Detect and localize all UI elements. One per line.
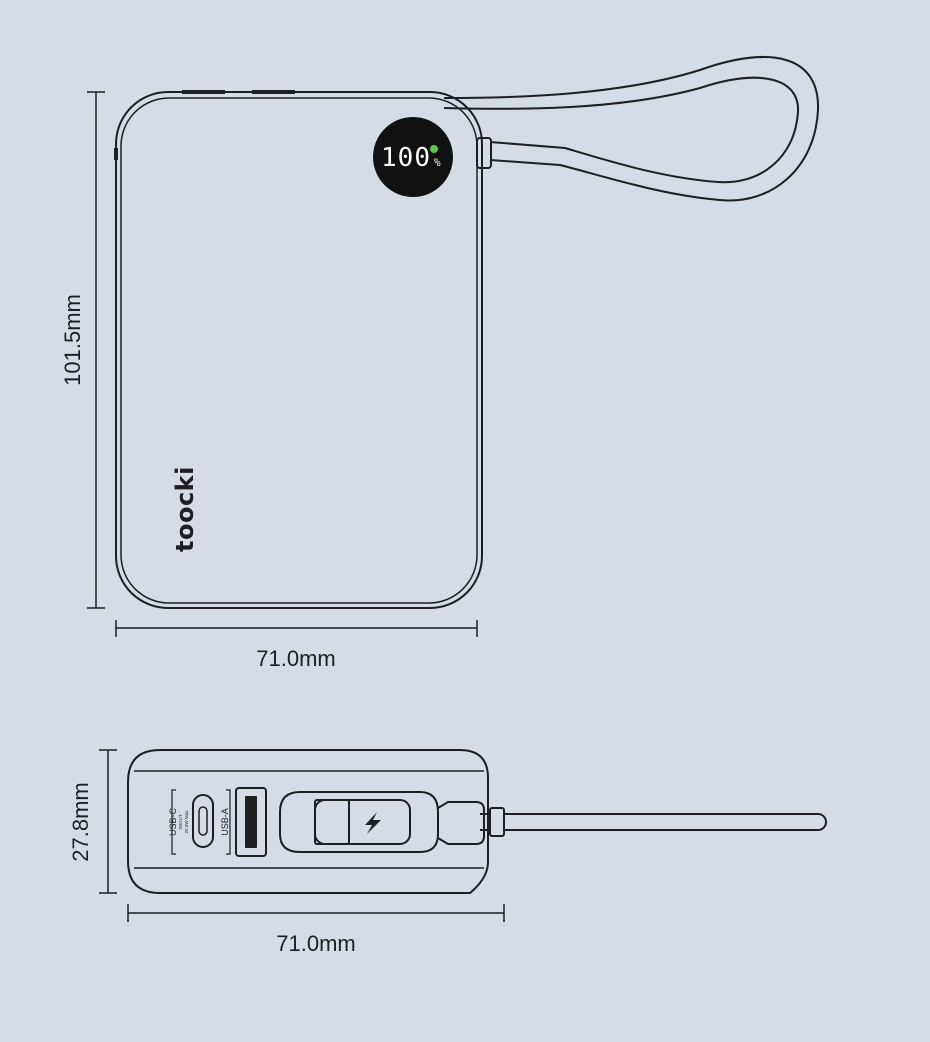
power-bank-body-inner: [120, 97, 478, 604]
usb-c-sublabel-2: 22.5W Max: [184, 810, 189, 834]
top-view: 100 % toocki 101.5mm 71.0mm: [60, 56, 820, 671]
cable-connector: [476, 137, 492, 169]
side-width-dimension: 71.0mm: [127, 904, 505, 956]
usb-c-label: USB-C: [168, 808, 178, 837]
stowed-cable-plug: [279, 791, 485, 853]
side-cable: [480, 813, 827, 831]
side-width-label: 71.0mm: [276, 931, 355, 956]
usb-a-label: USB-A: [220, 808, 230, 836]
battery-percent-sign: %: [434, 156, 441, 169]
led-display: [373, 117, 453, 197]
usb-c-port-group: USB-C IN/OUT 22.5W Max: [168, 789, 231, 855]
width-dimension: 71.0mm: [115, 620, 478, 671]
lightning-bolt-icon: [365, 812, 381, 834]
cable-loop-outer: [443, 56, 820, 202]
usb-a-port: [235, 787, 267, 857]
usb-a-port-group: USB-A: [220, 787, 267, 857]
height-label: 101.5mm: [60, 294, 85, 386]
side-height-dimension: 27.8mm: [68, 749, 117, 894]
usb-c-port: [192, 794, 214, 848]
charge-indicator-icon: [430, 145, 438, 153]
height-dimension: 101.5mm: [60, 91, 105, 609]
side-cable-collar: [489, 807, 505, 837]
side-body-outline: [127, 749, 489, 894]
battery-percent-value: 100: [381, 143, 431, 173]
power-bank-body-outer: [115, 91, 483, 609]
usb-c-sublabel-1: IN/OUT: [178, 814, 183, 830]
cable-loop-inner: [443, 76, 800, 184]
side-view: USB-C IN/OUT 22.5W Max USB-A 27.8mm: [68, 749, 827, 956]
side-height-label: 27.8mm: [68, 782, 93, 861]
width-label: 71.0mm: [256, 646, 335, 671]
brand-logo: toocki: [171, 466, 199, 552]
